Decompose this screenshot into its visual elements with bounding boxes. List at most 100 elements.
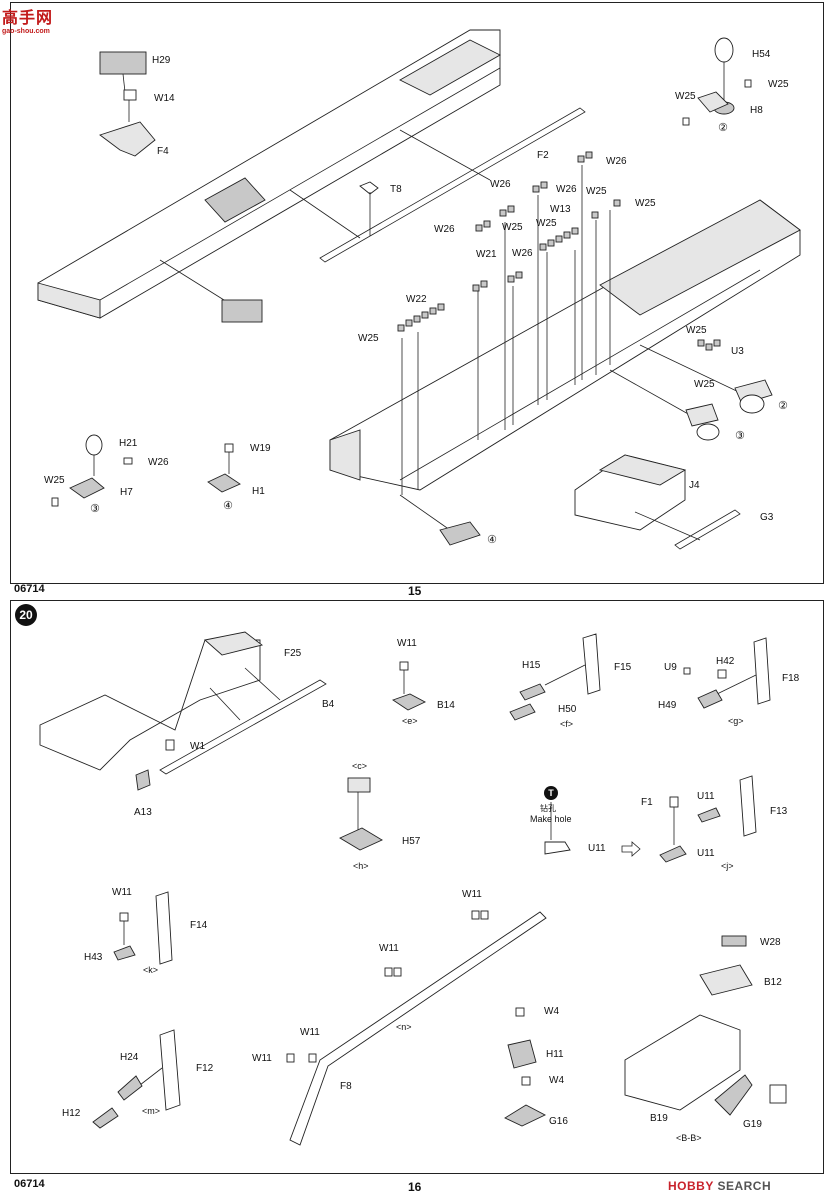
- part-h1: [207, 473, 241, 493]
- label-h57: H57: [402, 836, 421, 847]
- guide-lines-w-parts: [401, 165, 611, 495]
- label-b19: B19: [650, 1113, 668, 1124]
- label-h7: H7: [120, 487, 133, 498]
- chassis-edge: [399, 269, 761, 481]
- detail-ref-k: <k>: [143, 965, 159, 975]
- watermark-suffix: SEARCH: [717, 1179, 772, 1193]
- part-f2-rail: [319, 107, 586, 263]
- label-b14: B14: [437, 700, 455, 711]
- label-w28: W28: [760, 937, 781, 948]
- label-g16: G16: [549, 1116, 568, 1127]
- part-g3: [674, 509, 741, 550]
- label-j4: J4: [689, 480, 700, 491]
- label-w25: W25: [502, 222, 523, 233]
- detail-ref-c: <c>: [352, 761, 368, 771]
- label-u11: U11: [588, 843, 606, 854]
- part-w19: [224, 443, 234, 453]
- label-u11: U11: [697, 791, 715, 802]
- chassis-top: [599, 199, 801, 316]
- label-w4: W4: [549, 1075, 564, 1086]
- label-w11: W11: [462, 889, 482, 900]
- part-w25: [682, 117, 690, 126]
- label-w19: W19: [250, 443, 271, 454]
- label-f25: F25: [284, 648, 302, 659]
- assembly-ref-3: ③: [735, 430, 745, 442]
- label-h24: H24: [120, 1052, 139, 1063]
- detail-ref-f: <f>: [560, 719, 574, 729]
- detail-ref-e: <e>: [402, 716, 418, 726]
- label-w21: W21: [476, 249, 497, 260]
- label-h29: H29: [152, 55, 171, 66]
- label-g19: G19: [743, 1119, 762, 1130]
- label-w22: W22: [406, 294, 427, 305]
- label-f1: F1: [641, 797, 653, 808]
- label-g3: G3: [760, 512, 774, 523]
- label-f2: F2: [537, 150, 549, 161]
- watermark-brand: HOBBY: [668, 1179, 714, 1193]
- label-w25: W25: [536, 218, 557, 229]
- label-w11: W11: [252, 1053, 272, 1064]
- rail-box: [204, 177, 266, 223]
- label-w25: W25: [675, 91, 696, 102]
- label-w11: W11: [397, 638, 417, 649]
- part-t8: [359, 181, 379, 195]
- assembly-ref-2: ②: [718, 122, 728, 134]
- part-w25: [744, 79, 752, 88]
- label-w25: W25: [686, 325, 707, 336]
- detail-ref-j: <j>: [721, 861, 734, 871]
- label-h43: H43: [84, 952, 103, 963]
- step-number-badge: 20: [15, 604, 37, 626]
- rail-edge-line: [99, 67, 501, 301]
- rail-end-face: [37, 282, 101, 319]
- detail-ref-g: <g>: [728, 716, 744, 726]
- label-h54: H54: [752, 49, 771, 60]
- label-w26: W26: [434, 224, 455, 235]
- part-w14: [123, 89, 137, 101]
- product-code: 06714: [14, 583, 45, 595]
- label-w11: W11: [112, 887, 132, 898]
- label-b12: B12: [764, 977, 782, 988]
- label-u3: U3: [731, 346, 744, 357]
- assembly-ref-3: ③: [90, 503, 100, 515]
- label-f12: F12: [196, 1063, 214, 1074]
- label-w25: W25: [586, 186, 607, 197]
- part-h54: [714, 37, 734, 63]
- assembly-diagram-page-15: [37, 29, 801, 550]
- detail-ref-bb: <B-B>: [676, 1133, 702, 1143]
- page-number: 15: [408, 584, 422, 598]
- manual-page-16: [0, 598, 832, 1200]
- label-h8: H8: [750, 105, 763, 116]
- rail-top-section: [399, 39, 501, 96]
- label-w25: W25: [694, 379, 715, 390]
- label-w4: W4: [544, 1006, 559, 1017]
- label-w25: W25: [44, 475, 65, 486]
- label-w11: W11: [379, 943, 399, 954]
- label-w14: W14: [154, 93, 175, 104]
- guide-line: [289, 189, 361, 239]
- label-w26: W26: [148, 457, 169, 468]
- page-frame: [10, 600, 824, 1174]
- part-w25: [51, 497, 59, 507]
- watermark-logo: 高手网 gao-shou.com: [2, 4, 72, 40]
- tool-badge: T: [544, 786, 558, 800]
- label-w11: W11: [300, 1027, 320, 1038]
- part-assembly-4: [439, 521, 481, 546]
- label-u11: U11: [697, 848, 715, 859]
- part-w26: [123, 457, 133, 465]
- label-b4: B4: [322, 699, 335, 710]
- label-a13: A13: [134, 807, 152, 818]
- watermark-hobbysearch: HOBBY SEARCH: [668, 1179, 771, 1193]
- assembly-ref-2: ②: [778, 400, 788, 412]
- w-part-clusters: [397, 151, 721, 351]
- part-assembly-3: [685, 403, 719, 427]
- label-f14: F14: [190, 920, 208, 931]
- label-w26: W26: [512, 248, 533, 259]
- part-sphere: [739, 394, 765, 414]
- label-f4: F4: [157, 146, 169, 157]
- watermark-text: 高手网: [2, 10, 54, 27]
- part-sphere: [696, 423, 720, 441]
- part-f4: [99, 121, 156, 157]
- product-code: 06714: [14, 1178, 45, 1190]
- part-h29: [99, 51, 147, 75]
- label-w26: W26: [606, 156, 627, 167]
